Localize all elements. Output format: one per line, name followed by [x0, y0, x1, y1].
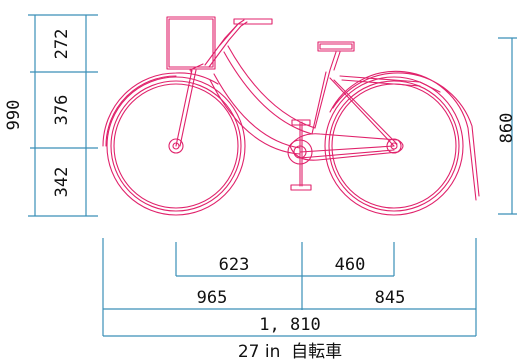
front-basket — [166, 16, 216, 73]
front-fender — [102, 72, 219, 147]
stays — [299, 77, 398, 159]
diagram-caption: 27 in 自転車 — [238, 342, 342, 362]
label-front-to-pedal: 623 — [219, 255, 250, 275]
crank-pedals — [290, 119, 312, 191]
label-pedal-to-rear-overhang: 845 — [375, 288, 406, 308]
front-fork — [175, 63, 204, 147]
label-height-middle: 376 — [52, 95, 72, 126]
bicycle-drawing — [102, 16, 480, 216]
label-saddle-height: 860 — [497, 113, 517, 144]
label-front-overhang-to-pedal: 965 — [197, 288, 228, 308]
label-overall-length: 1, 810 — [259, 315, 320, 335]
rear-fender — [329, 70, 480, 201]
label-height-total: 990 — [4, 100, 24, 131]
dimension-lines — [28, 14, 517, 337]
handlebar — [204, 18, 273, 68]
front-wheel — [106, 76, 246, 216]
rear-rack — [339, 75, 441, 93]
label-pedal-to-rear-axle: 460 — [335, 255, 366, 275]
seat — [317, 41, 355, 71]
label-height-top: 272 — [52, 29, 72, 60]
label-height-bottom: 342 — [52, 167, 72, 198]
